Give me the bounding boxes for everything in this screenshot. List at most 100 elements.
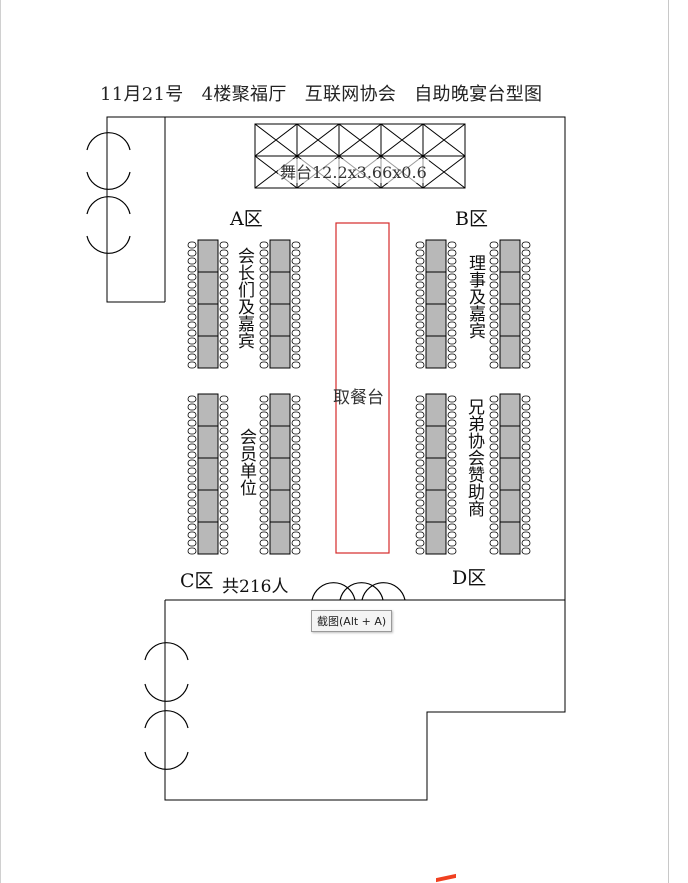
chair: [447, 459, 457, 467]
chair: [291, 395, 301, 403]
chair: [489, 241, 499, 249]
banquet-table: [197, 425, 219, 459]
page-left-edge: [0, 0, 1, 883]
chair: [447, 345, 457, 353]
chair: [187, 523, 197, 531]
chair: [415, 289, 425, 297]
chair: [415, 523, 425, 531]
chair: [219, 289, 229, 297]
chair: [291, 515, 301, 523]
chair: [489, 491, 499, 499]
chair: [415, 491, 425, 499]
chair: [291, 273, 301, 281]
chair: [187, 297, 197, 305]
chair: [521, 281, 531, 289]
chair: [219, 329, 229, 337]
chair: [489, 475, 499, 483]
lower-room-outline: [164, 600, 566, 801]
chair: [447, 305, 457, 313]
chair: [521, 321, 531, 329]
chair: [259, 395, 269, 403]
chair: [415, 297, 425, 305]
chair: [489, 313, 499, 321]
chair: [291, 443, 301, 451]
chair: [447, 249, 457, 257]
chair: [259, 289, 269, 297]
chair: [219, 403, 229, 411]
chair: [219, 395, 229, 403]
chair: [521, 273, 531, 281]
chair: [489, 499, 499, 507]
chair: [489, 419, 499, 427]
chair: [259, 491, 269, 499]
chair: [291, 281, 301, 289]
chair: [187, 539, 197, 547]
zone-c-group-label: 会员单位: [236, 428, 256, 496]
chair: [187, 305, 197, 313]
chair: [489, 459, 499, 467]
chair: [521, 443, 531, 451]
chair: [415, 531, 425, 539]
chair: [291, 435, 301, 443]
chair: [259, 483, 269, 491]
zone-d-group-label: 兄弟协会赞助商: [464, 398, 484, 517]
screenshot-tooltip: 截图(Alt + A): [311, 610, 393, 632]
chair: [291, 305, 301, 313]
chair: [447, 507, 457, 515]
chair: [521, 475, 531, 483]
banquet-table: [269, 489, 291, 523]
chair: [415, 411, 425, 419]
chair: [219, 427, 229, 435]
chair: [187, 419, 197, 427]
chair: [219, 265, 229, 273]
chair: [187, 475, 197, 483]
chair: [187, 403, 197, 411]
chair: [259, 353, 269, 361]
chair: [187, 483, 197, 491]
chair: [291, 321, 301, 329]
chair: [291, 265, 301, 273]
chair: [187, 467, 197, 475]
banquet-table: [425, 271, 447, 305]
chair: [521, 337, 531, 345]
chair: [489, 281, 499, 289]
chair: [219, 547, 229, 555]
chair: [521, 361, 531, 369]
chair: [415, 443, 425, 451]
chair: [291, 403, 301, 411]
banquet-table: [425, 489, 447, 523]
chair: [489, 523, 499, 531]
chair: [489, 507, 499, 515]
chair: [187, 329, 197, 337]
chair: [291, 507, 301, 515]
chair: [489, 467, 499, 475]
chair: [521, 507, 531, 515]
chair: [521, 241, 531, 249]
chair: [489, 515, 499, 523]
banquet-table: [499, 393, 521, 427]
chair: [187, 281, 197, 289]
banquet-table: [499, 303, 521, 337]
chair: [521, 313, 531, 321]
chair: [259, 475, 269, 483]
chair: [489, 329, 499, 337]
chair: [219, 539, 229, 547]
chair: [489, 265, 499, 273]
chair: [415, 273, 425, 281]
chair: [521, 411, 531, 419]
chair: [219, 451, 229, 459]
chair: [291, 411, 301, 419]
chair: [447, 499, 457, 507]
chair: [187, 345, 197, 353]
chair: [521, 435, 531, 443]
chair: [219, 337, 229, 345]
chair: [291, 337, 301, 345]
chair: [219, 491, 229, 499]
chair: [521, 305, 531, 313]
chair: [259, 515, 269, 523]
chair: [447, 443, 457, 451]
chair: [187, 321, 197, 329]
chair: [521, 353, 531, 361]
chair: [447, 281, 457, 289]
banquet-table: [499, 489, 521, 523]
